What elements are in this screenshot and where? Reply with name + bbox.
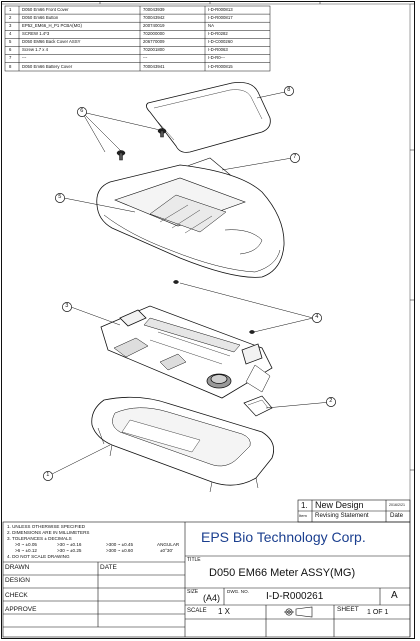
- bom-table: [4, 5, 271, 72]
- note-line-3: 3. TOLERANCES ± DECIMALS: [7, 536, 72, 541]
- balloon-6: [77, 107, 87, 117]
- bom-row-8-name: D050 Em66 Battery Cover: [22, 63, 73, 69]
- drawing-title: D050 EM66 Meter ASSY(MG): [209, 567, 356, 579]
- bom-row-5-name: D050 EM66 Back Cover ASSY: [22, 39, 81, 44]
- screw-parts: [116, 128, 255, 334]
- leader-lines: [47, 91, 332, 477]
- balloon-3: [62, 302, 72, 312]
- bom-row-6-doc: I-D-R0063: [208, 47, 228, 52]
- bom-row-3-doc: NA: [208, 23, 214, 28]
- back-cover-part: [96, 164, 285, 278]
- bom-row-1-name: D050 Em66 Front Cover: [22, 7, 69, 12]
- bom-row-4-doc: I-D-R0282: [208, 31, 228, 36]
- bom-row-6-no: 6: [9, 47, 12, 52]
- tolerance-a1: >0 ~ ±0.05: [15, 542, 37, 547]
- drawing-number: I-D-R000261: [266, 591, 324, 602]
- check-label: CHECK: [5, 592, 28, 599]
- note-line-2: 2. DIMENSIONS ARE IN MILLIMETERS: [7, 530, 90, 535]
- balloon-7: [290, 153, 300, 163]
- tolerance-c2: >300 ~ ±0.60: [106, 548, 134, 553]
- bom-row-2-no: 2: [9, 15, 12, 20]
- callout-balloons: [43, 86, 336, 481]
- revision-description: New Design: [315, 500, 364, 510]
- button-part: [243, 395, 273, 417]
- balloon-3-label: 3: [65, 303, 69, 310]
- bom-row-3-name: EP52_EM66_H_P1 PCBA(MG): [22, 23, 82, 28]
- revision-number: 1.: [301, 501, 308, 510]
- scale-label: SCALE: [187, 608, 207, 614]
- bom-row-1-doc: I-D-R000813: [208, 7, 233, 12]
- bom-row-2-doc: I-D-R000817: [208, 15, 233, 20]
- projection-symbol-icon: [284, 606, 313, 618]
- pcba-part: [100, 305, 273, 399]
- battery-cover-part: [146, 82, 271, 153]
- bom-row-8-part: 700043941: [143, 63, 165, 69]
- drawn-label: DRAWN: [5, 564, 30, 571]
- tolerance-c1: >300 ~ ±0.45: [106, 542, 134, 547]
- size-value: (A4): [203, 593, 221, 603]
- balloon-1-label: 1: [46, 472, 50, 479]
- note-line-1: 1. UNLESS OTHERWISE SPECIFIED: [7, 524, 86, 529]
- note-line-4: 4. DO NOT SCALE DRAWING: [7, 554, 70, 559]
- approve-label: APPROVE: [5, 606, 37, 613]
- bom-row-7-doc: I-D-R0---: [208, 55, 225, 60]
- tolerance-b1: >30 ~ ±0.16: [57, 542, 82, 547]
- zone-ticks: [99, 2, 414, 471]
- date-label: DATE: [100, 564, 117, 571]
- balloon-6-label: 6: [80, 108, 84, 115]
- sheet-value: 1 OF 1: [367, 609, 389, 616]
- scale-value: 1 X: [218, 607, 231, 616]
- balloon-2-label: 2: [329, 398, 333, 405]
- balloon-4-label: 4: [315, 314, 319, 321]
- bom-row-4-name: SCREW 1.4*3: [22, 31, 50, 36]
- bom-row-5-no: 5: [9, 39, 12, 44]
- bom-row-7-name: ---: [22, 55, 27, 60]
- bom-row-4-part: 702000000: [143, 31, 165, 36]
- revision-header-date: Date: [390, 512, 404, 519]
- front-cover-part: [91, 396, 275, 493]
- tolerance-b2: >30 ~ ±0.25: [57, 548, 82, 553]
- bom-row-8-doc: I-D-R000815: [208, 63, 233, 69]
- title-label: TITLE: [187, 557, 201, 563]
- size-label: SIZE: [187, 589, 199, 595]
- tolerance-angular-value: ±0°30': [160, 548, 173, 553]
- revision-date: 2016/2/21: [389, 503, 405, 507]
- balloon-5: [55, 193, 65, 203]
- bom-row-2-name: D050 Em66 Button: [22, 15, 59, 20]
- sheet-label: SHEET: [337, 606, 359, 613]
- bom-row-6-part: 702001800: [143, 47, 165, 52]
- bom-row-3-no: 3: [9, 23, 12, 28]
- balloon-4: [312, 313, 322, 323]
- revision-header-item: Item: [299, 513, 307, 518]
- bom-row-1-no: 1: [9, 7, 12, 12]
- title-block: [2, 521, 411, 638]
- bom-row-2-part: 700043942: [143, 15, 165, 20]
- bom-row-8-no: 8: [9, 63, 12, 69]
- bom-row-4-no: 4: [9, 31, 12, 36]
- tolerance-angular-label: ANGULAR: [157, 542, 180, 547]
- revision-letter: A: [391, 590, 398, 601]
- balloon-2: [326, 397, 336, 407]
- design-label: DESIGN: [5, 577, 30, 584]
- bom-row-7-no: 7: [9, 55, 12, 60]
- bom-row-7-part: ---: [143, 55, 148, 60]
- bom-row-5-doc: I-D-C000260: [208, 39, 233, 44]
- balloon-8-label: 8: [287, 87, 291, 94]
- bom-row-3-part: 200740019: [143, 23, 165, 28]
- balloon-8: [284, 86, 294, 96]
- bom-row-1-part: 700043939: [143, 7, 165, 12]
- company-name: EPS Bio Technology Corp.: [201, 529, 366, 545]
- balloon-1: [43, 471, 53, 481]
- tolerance-a2: >6 ~ ±0.12: [15, 548, 37, 553]
- dwg-no-label: DWG. NO.: [227, 589, 249, 594]
- bom-row-6-name: Screw 1.7 x 4: [22, 47, 49, 52]
- balloon-7-label: 7: [293, 154, 297, 161]
- bom-row-5-part: 206770009: [143, 39, 165, 44]
- balloon-5-label: 5: [58, 194, 62, 201]
- revision-header-statement: Revising Statement: [315, 512, 369, 519]
